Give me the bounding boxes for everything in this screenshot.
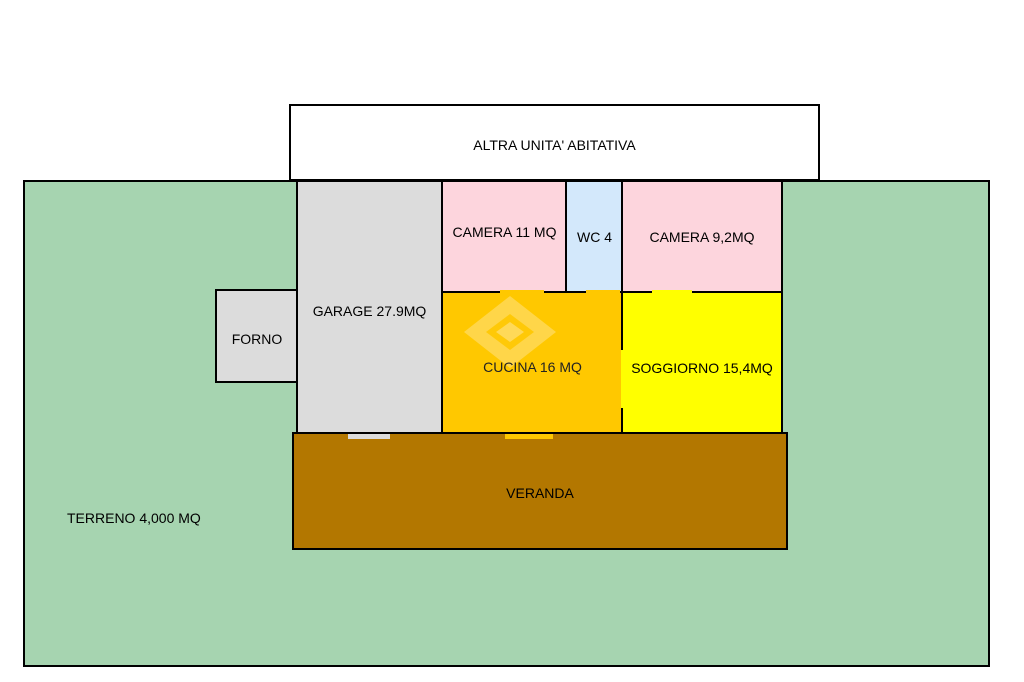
kitchen-label: CUCINA 16 MQ [483, 359, 582, 375]
living-room [621, 291, 783, 439]
oven-room [215, 289, 299, 383]
door-wc-kitchen [586, 290, 620, 294]
door-kitchen-living [621, 350, 625, 408]
door-kitchen-veranda [505, 434, 553, 439]
door-bedroom1-kitchen [500, 290, 544, 294]
bedroom-1 [441, 180, 568, 294]
other-unit-label: ALTRA UNITA' ABITATIVA [473, 137, 636, 153]
garage-label: GARAGE 27.9MQ [312, 303, 427, 319]
other-unit [289, 104, 820, 181]
house-logo-watermark-icon [464, 296, 556, 368]
veranda-label: VERANDA [506, 485, 574, 501]
bedroom-2-label: CAMERA 9,2MQ [649, 229, 755, 245]
door-garage-veranda [348, 434, 390, 439]
bedroom-2 [621, 180, 783, 294]
door-bedroom2-living [652, 290, 692, 294]
veranda-area [292, 432, 788, 550]
oven-label: FORNO [231, 331, 283, 347]
wc-label: WC 4 [577, 229, 612, 245]
living-label: SOGGIORNO 15,4MQ [631, 360, 773, 376]
bedroom-1-label: CAMERA 11 MQ [452, 224, 557, 240]
land-label: TERRENO 4,000 MQ [67, 510, 201, 526]
